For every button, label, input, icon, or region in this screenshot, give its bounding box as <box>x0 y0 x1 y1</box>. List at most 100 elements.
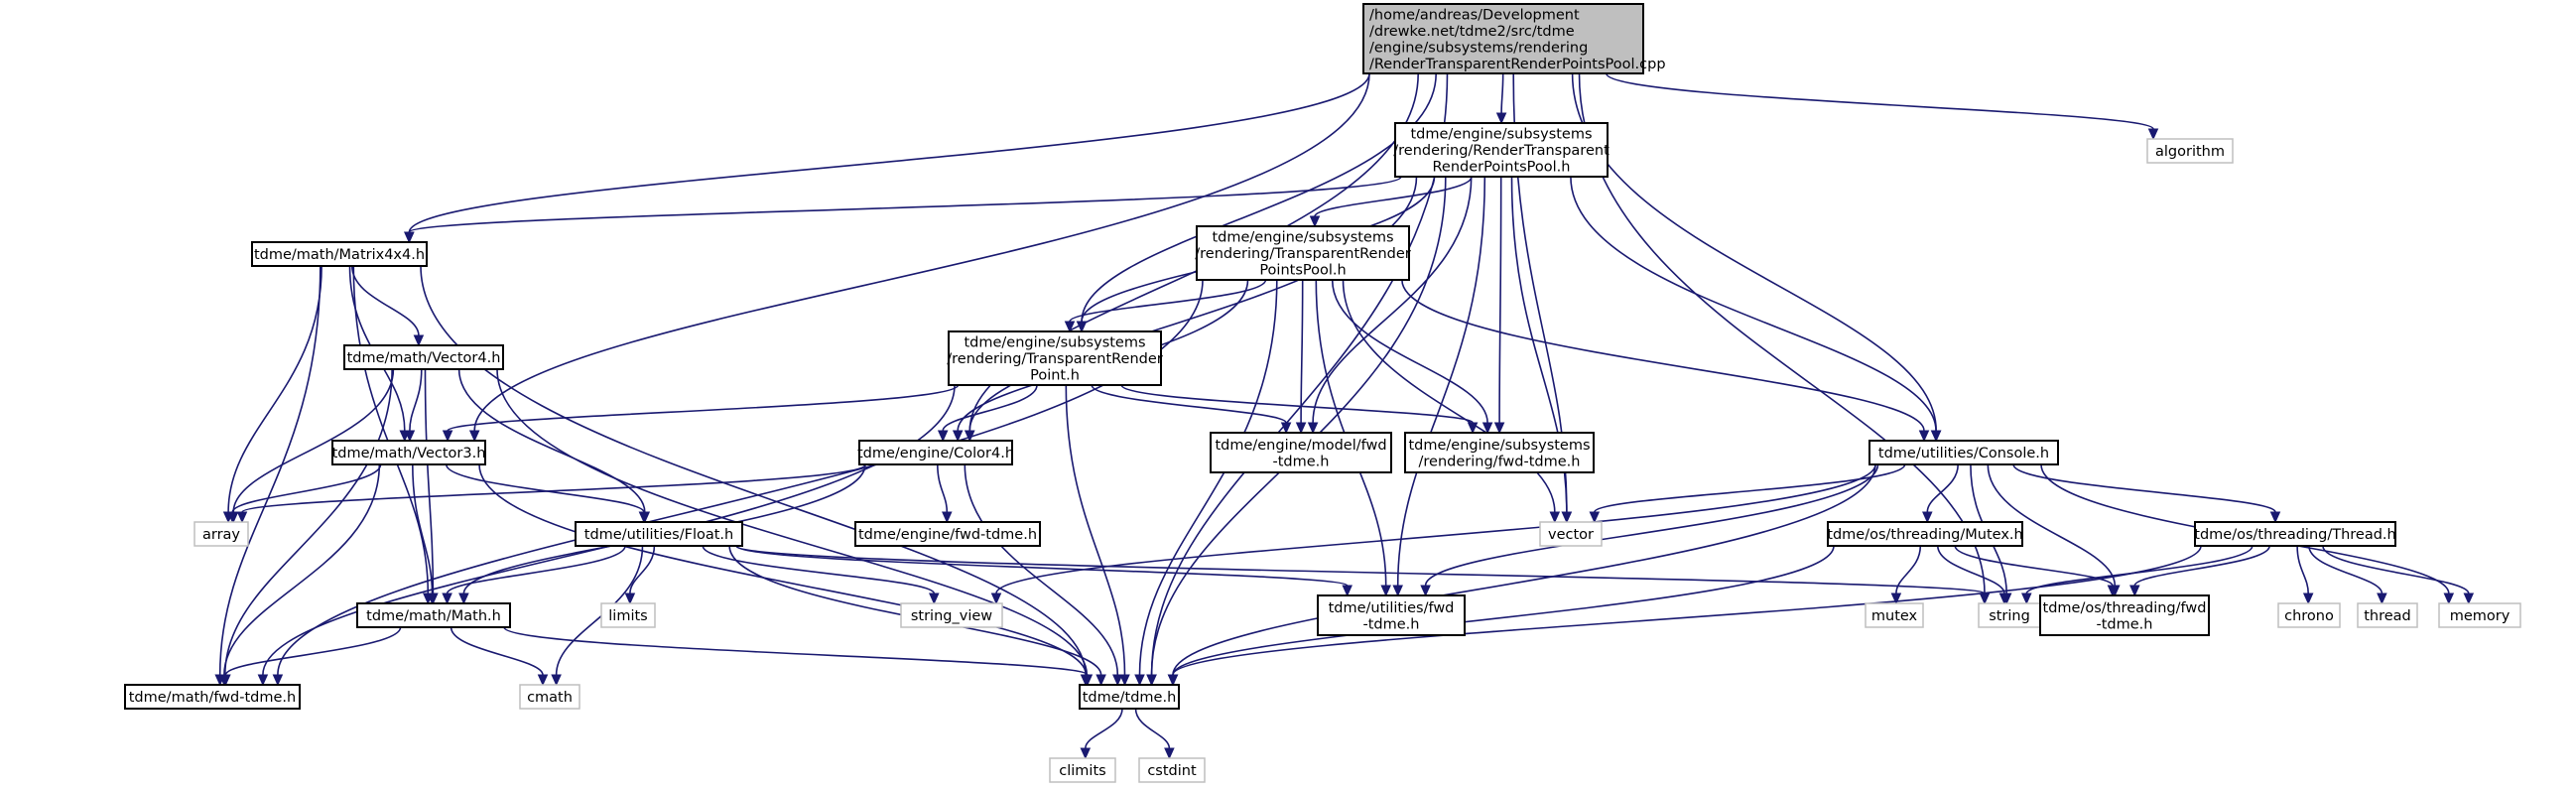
edge-arrowhead <box>1481 422 1493 435</box>
edge-arrowhead <box>1146 674 1157 687</box>
edge-line <box>408 72 1370 233</box>
edge-arrowhead <box>1979 592 1991 605</box>
edge-root-to-vector3 <box>468 72 1370 443</box>
node-float[interactable]: tdme/utilities/Float.h <box>575 521 743 547</box>
edge-line <box>503 626 1089 676</box>
edge-float-to-cmath <box>551 545 644 687</box>
node-matrix4x4[interactable]: tdme/math/Matrix4x4.h <box>251 241 428 267</box>
edge-color4-to-array <box>236 463 866 524</box>
node-label-line: tdme/engine/subsystems <box>964 335 1145 351</box>
node-label-line: -tdme.h <box>1363 616 1420 632</box>
node-label-line: RenderPointsPool.h <box>1433 160 1571 176</box>
node-box <box>1049 757 1116 783</box>
node-label-line: /rendering/RenderTransparent <box>1393 143 1610 159</box>
node-box <box>343 344 504 370</box>
node-color4[interactable]: tdme/engine/Color4.h <box>857 440 1014 465</box>
node-box <box>858 440 1013 465</box>
edge-line <box>473 72 1370 432</box>
node-thread-h[interactable]: tdme/os/threading/Thread.h <box>2194 521 2396 547</box>
edge-vector3-to-math-h <box>412 463 438 605</box>
node-trp-h[interactable]: tdme/engine/subsystems/rendering/Transpa… <box>947 330 1163 386</box>
node-vector4[interactable]: tdme/math/Vector4.h <box>343 344 504 370</box>
edge-arrowhead <box>952 430 964 443</box>
edge-matrix4x4-to-array <box>222 265 322 524</box>
node-box <box>1138 757 1206 783</box>
edge-arrowhead <box>427 592 438 605</box>
edge-arrowhead <box>551 674 562 687</box>
edge-arrowhead <box>1095 674 1106 687</box>
node-label-line: tdme/math/fwd-tdme.h <box>129 690 296 706</box>
node-label-line: tdme/engine/subsystems <box>1408 438 1590 454</box>
edge-matrix4x4-to-vector4 <box>351 265 425 347</box>
edge-line <box>1085 708 1123 749</box>
node-label-line: mutex <box>1871 608 1918 624</box>
edge-arrowhead <box>624 592 636 605</box>
edge-line <box>1069 279 1267 323</box>
edge-arrowhead <box>257 674 269 687</box>
node-label-line: tdme/utilities/fwd <box>1329 600 1455 616</box>
edge-arrowhead <box>413 334 425 347</box>
edge-line <box>968 176 1418 432</box>
edge-trpp-h-to-rendering-fwd <box>1331 279 1493 435</box>
edge-arrowhead <box>2147 128 2159 141</box>
node-label-line: string <box>1989 608 2030 624</box>
node-rendering-fwd[interactable]: tdme/engine/subsystems/rendering/fwd-tdm… <box>1404 432 1595 473</box>
edge-line <box>457 368 646 513</box>
edge-mutex-h-to-tdme-h <box>1167 545 1835 687</box>
edge-console-to-mutex-h <box>1922 463 1959 524</box>
node-climits: climits <box>1049 757 1116 783</box>
edge-line <box>1937 545 2005 594</box>
node-tdme-h[interactable]: tdme/tdme.h <box>1079 684 1180 710</box>
edge-arrowhead <box>1295 422 1307 435</box>
edge-line <box>446 545 626 594</box>
edge-arrowhead <box>1112 674 1123 687</box>
node-label-line: tdme/os/threading/Mutex.h <box>1827 527 2022 543</box>
node-threading-fwd[interactable]: tdme/os/threading/fwd-tdme.h <box>2039 594 2210 636</box>
node-engine-fwd[interactable]: tdme/engine/fwd-tdme.h <box>854 521 1041 547</box>
edge-arrowhead <box>937 430 949 443</box>
edge-arrowhead <box>2463 592 2475 605</box>
edge-line <box>496 368 1089 676</box>
edge-arrowhead <box>1280 422 1292 435</box>
node-box <box>2438 602 2521 628</box>
node-label-line: tdme/engine/model/fwd <box>1215 438 1386 454</box>
edge-arrowhead <box>1589 511 1601 524</box>
node-utilities-fwd[interactable]: tdme/utilities/fwd-tdme.h <box>1317 594 1466 636</box>
edge-line <box>1954 545 2114 587</box>
node-label-line: tdme/engine/fwd-tdme.h <box>858 527 1037 543</box>
node-trpp-h[interactable]: tdme/engine/subsystems/rendering/Transpa… <box>1195 225 1411 281</box>
edge-line <box>629 545 656 594</box>
edge-thread-h-to-thread <box>2308 545 2387 605</box>
edge-arrowhead <box>458 592 469 605</box>
node-label-line: climits <box>1059 763 1105 779</box>
node-label-line: string_view <box>911 608 992 624</box>
node-mutex-h[interactable]: tdme/os/threading/Mutex.h <box>1827 521 2023 547</box>
node-label-line: /drewke.net/tdme2/src/tdme <box>1369 24 1575 40</box>
node-label-line: memory <box>2450 608 2511 624</box>
edge-line <box>2025 545 2254 594</box>
edge-line <box>224 368 393 676</box>
node-label-line: Point.h <box>1030 368 1080 384</box>
edge-arrowhead <box>2443 592 2455 605</box>
edge-line <box>1120 384 1474 424</box>
edge-root-to-rtrpp-h <box>1495 72 1507 125</box>
edge-color4-to-engine-fwd <box>937 463 953 524</box>
edge-arrowhead <box>404 231 415 244</box>
node-rtrpp-h[interactable]: tdme/engine/subsystems/rendering/RenderT… <box>1393 122 1610 178</box>
node-console[interactable]: tdme/utilities/Console.h <box>1868 440 2059 465</box>
node-thread: thread <box>2357 602 2418 628</box>
edge-line <box>2133 545 2270 587</box>
edge-arrowhead <box>2269 511 2281 524</box>
edge-line <box>1342 279 1556 513</box>
edge-vector4-to-float <box>457 368 651 524</box>
edge-line <box>424 368 435 594</box>
node-label-line: /rendering/TransparentRender <box>947 351 1163 367</box>
node-vector3[interactable]: tdme/math/Vector3.h <box>331 440 486 465</box>
node-math-fwd[interactable]: tdme/math/fwd-tdme.h <box>124 684 301 710</box>
edge-line <box>735 545 1349 587</box>
node-chrono: chrono <box>2277 602 2341 628</box>
node-math-h[interactable]: tdme/math/Math.h <box>356 602 511 628</box>
edge-arrowhead <box>404 430 416 443</box>
node-label-line: tdme/math/Vector4.h <box>347 350 501 366</box>
node-model-fwd[interactable]: tdme/engine/model/fwd-tdme.h <box>1210 432 1392 473</box>
